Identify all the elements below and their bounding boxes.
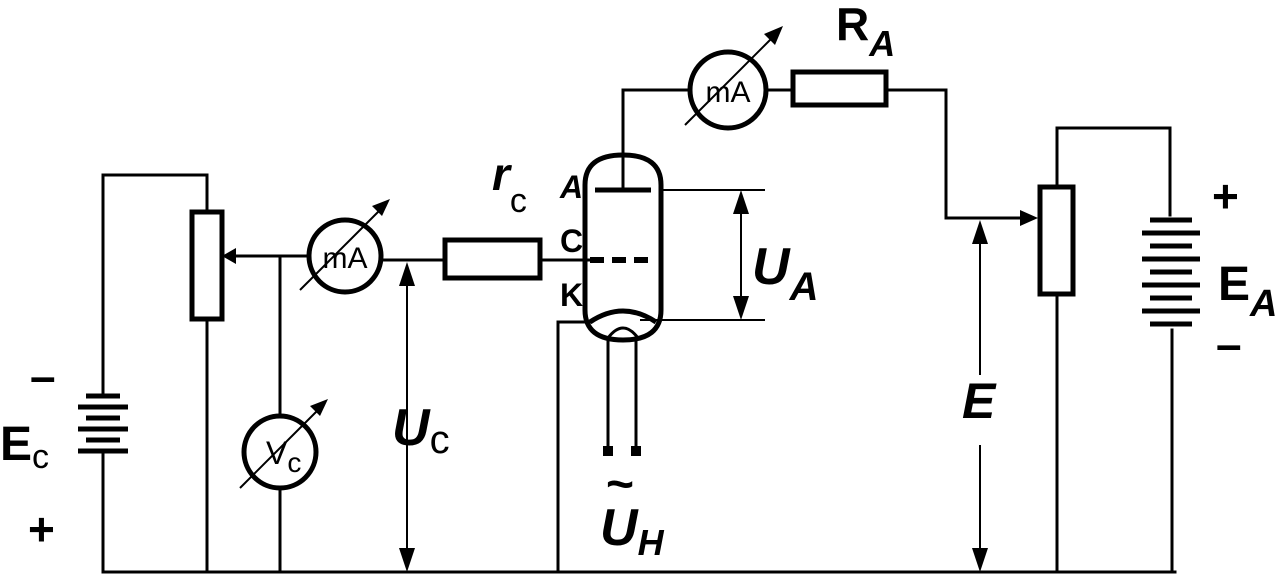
label-e: E [962,373,997,429]
label-ua: UA [752,238,818,309]
anode-resistor [790,69,889,108]
anode-battery [1142,126,1200,574]
label-uh: UH [600,499,665,563]
anode-milliammeter: mA [684,26,783,131]
grid-milliammeter: mA [299,199,390,295]
label-uc: Uc [392,399,450,462]
grid-battery-symbol [78,393,128,454]
anode-potentiometer [1037,126,1172,574]
label-ec-minus: – [30,350,56,402]
label-uh-tilde: ~ [606,458,634,511]
anode-meter-label: mA [706,76,751,109]
label-rc: rc [492,148,527,220]
voltmeter-label: Vc [266,435,301,478]
grid-potentiometer [189,209,225,574]
label-ea: EA [1218,258,1275,325]
label-ea-plus: + [1212,170,1239,222]
grid-wiper [222,248,310,264]
grid-voltmeter-branch: Vc [239,254,328,574]
label-grid: C [560,223,583,259]
e-voltage-arrow [972,220,988,572]
label-anode: A [559,169,583,205]
label-ea-minus: – [1216,318,1242,370]
label-ec: Ec [0,418,49,476]
label-ec-plus: + [28,503,55,555]
ua-voltage-arrow [640,189,765,321]
uc-voltage-arrow [399,262,415,572]
grid-battery-branch [78,173,209,574]
grid-resistor [442,237,592,281]
grid-meter-label: mA [323,242,368,275]
label-cathode: K [560,277,583,313]
label-ra: RA [836,0,895,64]
vacuum-triode [582,152,664,456]
